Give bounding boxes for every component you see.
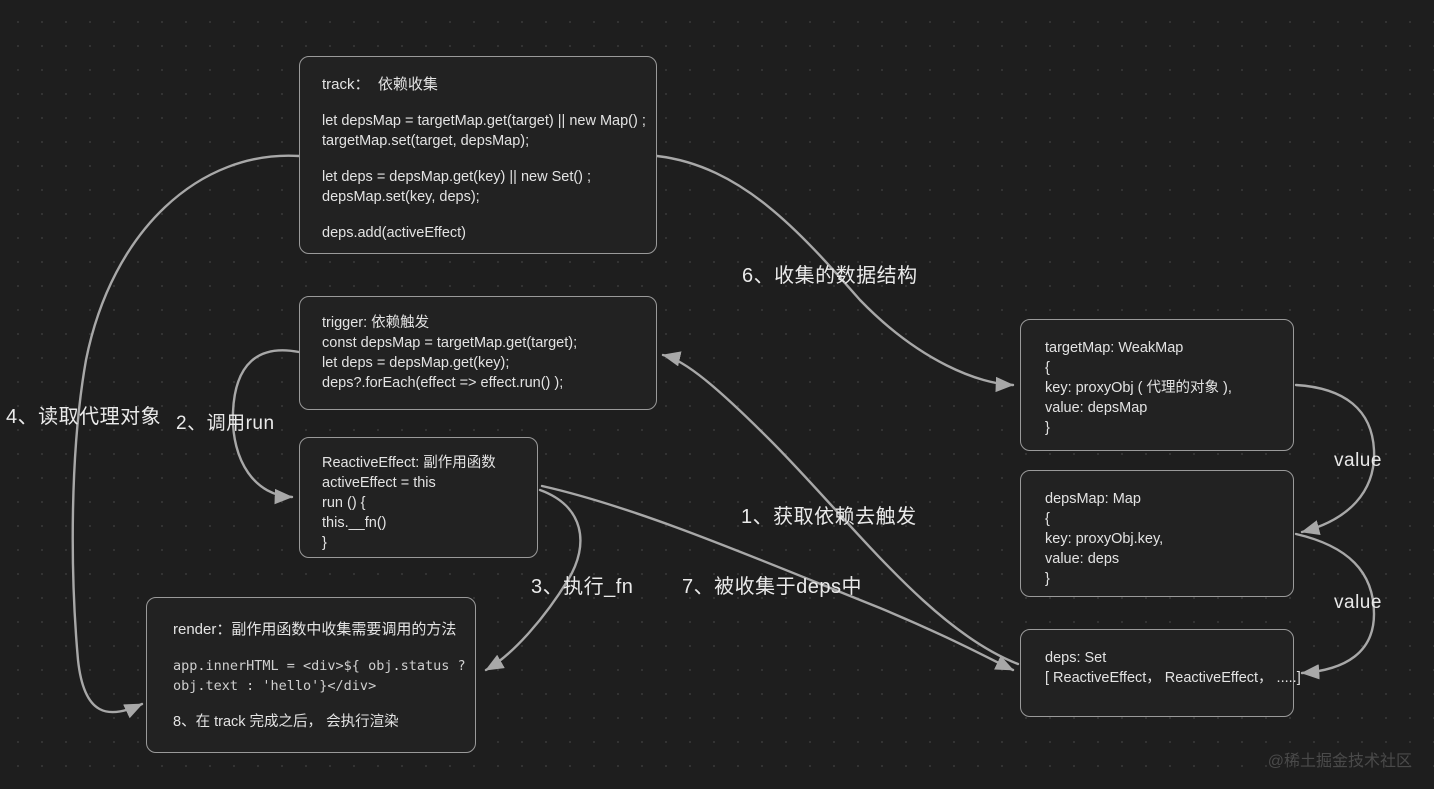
targetmap-line-3: value: depsMap <box>1045 400 1148 416</box>
render-title: render：副作用函数中收集需要调用的方法 <box>173 621 457 638</box>
watermark: @稀土掘金技术社区 <box>1267 753 1412 770</box>
trigger-line-3: deps?.forEach(effect => effect.run() ); <box>322 375 564 391</box>
depsmap-line-4: } <box>1045 571 1050 587</box>
node-reactive-effect[interactable]: ReactiveEffect: 副作用函数 activeEffect = thi… <box>299 437 538 558</box>
depsmap-line-2: key: proxyObj.key, <box>1045 531 1164 547</box>
track-title: track： 依赖收集 <box>322 76 438 93</box>
trigger-title: trigger: 依赖触发 <box>322 315 430 331</box>
track-line-4: depsMap.set(key, deps); <box>322 189 480 205</box>
deps-line-0: deps: Set <box>1045 650 1107 666</box>
targetmap-line-2: key: proxyObj ( 代理的对象 ), <box>1045 380 1232 396</box>
effect-line-2: run () { <box>322 495 366 511</box>
track-line-1: let depsMap = targetMap.get(target) || n… <box>322 113 646 129</box>
trigger-line-1: const depsMap = targetMap.get(target); <box>322 335 578 351</box>
depsmap-line-1: { <box>1045 511 1050 527</box>
trigger-line-2: let deps = depsMap.get(key); <box>322 355 510 371</box>
track-line-2: targetMap.set(target, depsMap); <box>322 133 530 149</box>
targetmap-line-4: } <box>1045 420 1050 436</box>
edge-label-value-top: value <box>1334 450 1382 471</box>
edge-label-step7: 7、被收集于deps中 <box>682 576 862 598</box>
effect-line-1: activeEffect = this <box>322 475 436 491</box>
edge-label-step3: 3、执行_fn <box>531 576 634 598</box>
edge-label-step1: 1、获取依赖去触发 <box>741 506 917 528</box>
node-track[interactable]: track： 依赖收集 let depsMap = targetMap.get(… <box>299 56 657 254</box>
depsmap-line-0: depsMap: Map <box>1045 491 1141 507</box>
track-line-5: deps.add(activeEffect) <box>322 225 467 241</box>
node-target-map[interactable]: targetMap: WeakMap { key: proxyObj ( 代理的… <box>1020 319 1294 451</box>
edge-label-value-bottom: value <box>1334 592 1382 613</box>
effect-line-4: } <box>322 535 327 551</box>
depsmap-line-3: value: deps <box>1045 551 1120 567</box>
track-line-3: let deps = depsMap.get(key) || new Set()… <box>322 169 592 185</box>
edge-label-step4: 4、读取代理对象 <box>6 406 162 428</box>
targetmap-line-0: targetMap: WeakMap <box>1045 340 1184 356</box>
node-deps-map[interactable]: depsMap: Map { key: proxyObj.key, value:… <box>1020 470 1294 597</box>
edge-label-step2: 2、调用run <box>176 413 275 434</box>
edge-label-step6: 6、收集的数据结构 <box>742 265 918 287</box>
node-trigger[interactable]: trigger: 依赖触发 const depsMap = targetMap.… <box>299 296 657 410</box>
render-code-line-1: app.innerHTML = <div>${ obj.status ? <box>173 658 466 674</box>
render-code-line-2: obj.text : 'hello'}</div> <box>173 678 377 694</box>
render-note: 8、在 track 完成之后， 会执行渲染 <box>173 714 399 730</box>
deps-line-1: [ ReactiveEffect， ReactiveEffect， .....] <box>1045 670 1301 686</box>
effect-line-3: this.__fn() <box>322 515 387 531</box>
effect-title: ReactiveEffect: 副作用函数 <box>322 455 496 471</box>
targetmap-line-1: { <box>1045 360 1050 376</box>
node-deps[interactable]: deps: Set [ ReactiveEffect， ReactiveEffe… <box>1020 629 1301 717</box>
node-render[interactable]: render：副作用函数中收集需要调用的方法 app.innerHTML = <… <box>146 597 476 753</box>
